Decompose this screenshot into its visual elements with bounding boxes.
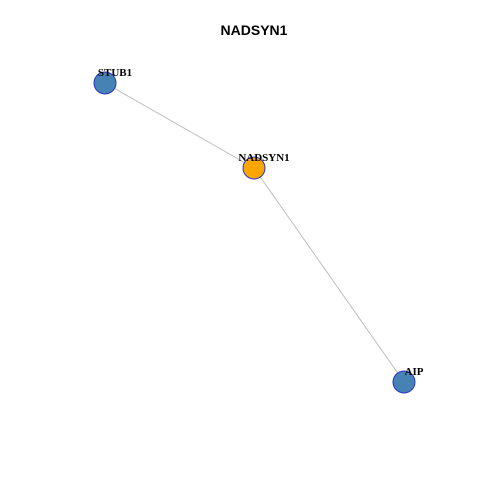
node-circle-nadsyn1 <box>242 156 266 180</box>
node-nadsyn1: NADSYN1 <box>238 152 290 180</box>
diagram-title: NADSYN1 <box>221 22 288 38</box>
edge-layer <box>104 82 405 383</box>
node-aip: AIP <box>392 366 424 394</box>
node-label-nadsyn1: NADSYN1 <box>238 152 289 164</box>
node-label-aip: AIP <box>405 366 424 378</box>
edge-nadsyn1-aip <box>253 167 405 383</box>
node-circle-aip <box>392 370 416 394</box>
edge-stub1-nadsyn1 <box>104 82 255 169</box>
node-label-stub1: STUB1 <box>98 67 132 79</box>
node-stub1: STUB1 <box>93 67 132 95</box>
node-circle-stub1 <box>93 71 117 95</box>
